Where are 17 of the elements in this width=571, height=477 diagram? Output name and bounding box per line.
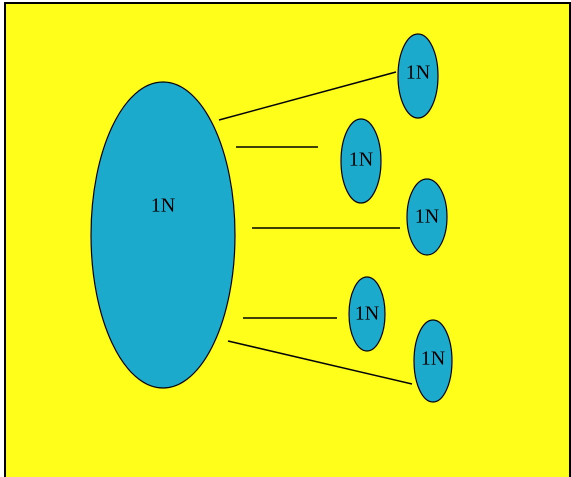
node-label: 1N (350, 152, 373, 166)
node-label: 1N (152, 198, 175, 212)
ellipse-node (397, 33, 439, 119)
ellipse-node (413, 319, 453, 403)
connector-line (218, 71, 396, 121)
connector-line (236, 146, 318, 148)
node-label: 1N (416, 209, 439, 223)
ellipse-node (406, 178, 448, 256)
connector-line (228, 340, 412, 385)
ellipse-node (90, 81, 236, 389)
ellipse-node (340, 118, 382, 204)
connector-line (243, 317, 337, 319)
node-label: 1N (422, 351, 445, 365)
node-label: 1N (408, 65, 430, 79)
ellipse-node (348, 276, 386, 352)
node-label: 1N (356, 306, 379, 320)
connector-line (252, 227, 400, 229)
